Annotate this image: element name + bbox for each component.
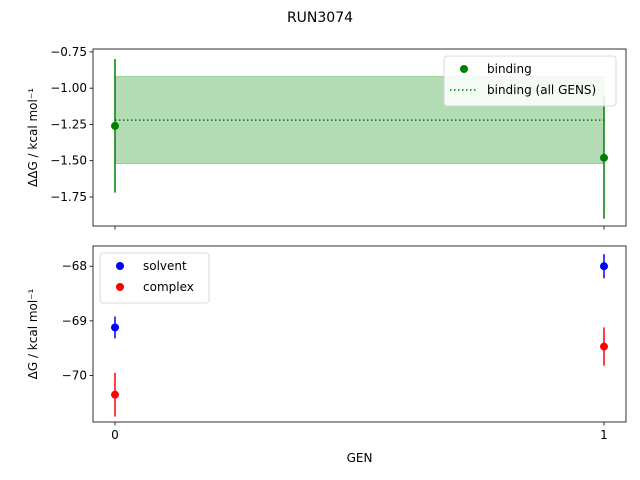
y-tick-label: −70 [62,369,87,383]
y-axis-label: ΔG / kcal mol⁻¹ [26,288,40,379]
legend: binding binding (all GENS) [443,55,617,107]
legend-label: complex [143,280,194,294]
solvent-point [111,323,120,332]
legend-box [99,252,210,304]
legend-marker [460,65,468,73]
plot-frame [92,245,627,423]
x-axis-label: GEN [347,451,373,465]
y-tick-label: −1.00 [50,81,87,95]
y-tick-label: −1.25 [50,117,87,131]
legend-label: binding (all GENS) [487,83,596,97]
y-tick-label: −69 [62,314,87,328]
legend-marker [116,283,124,291]
complex-point [599,342,608,351]
y-tick-label: −68 [62,259,87,273]
complex-point [111,390,120,399]
binding-panel: −0.75 −1.00 −1.25 −1.50 −1.75 ΔΔG / kcal mol⁻… [26,45,627,230]
legend-label: binding [487,62,532,76]
plot-frame [92,48,627,227]
legend-marker [116,262,124,270]
solvent-point [599,262,608,271]
legend-label: solvent [143,259,187,273]
x-tick-label: 1 [600,428,608,442]
figure-title: RUN3074 [287,10,353,26]
y-axis-label: ΔΔG / kcal mol⁻¹ [26,88,40,187]
x-tick-label: 0 [111,428,119,442]
y-tick-label: −1.75 [50,190,87,204]
legend: solvent complex [99,252,210,304]
binding-point [599,153,608,162]
y-tick-label: −1.50 [50,154,87,168]
legend-box [443,55,617,107]
binding-point [111,121,120,130]
y-tick-label: −0.75 [50,45,87,59]
